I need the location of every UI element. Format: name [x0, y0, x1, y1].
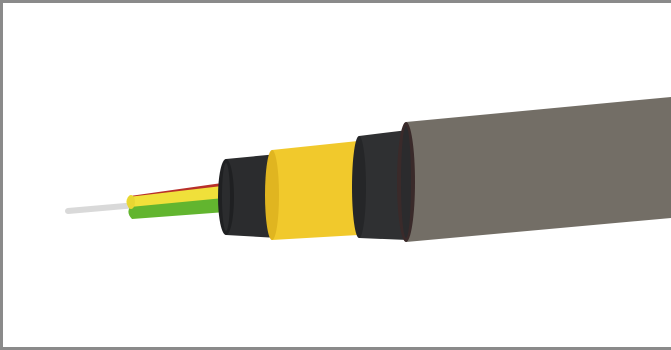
- inner-jacket: [352, 130, 408, 240]
- tight-buffer: [218, 154, 278, 238]
- strength-member: [265, 141, 358, 240]
- colored-fibers: [126, 183, 228, 219]
- outer-jacket: [397, 97, 671, 242]
- glass-fiber: [65, 202, 140, 214]
